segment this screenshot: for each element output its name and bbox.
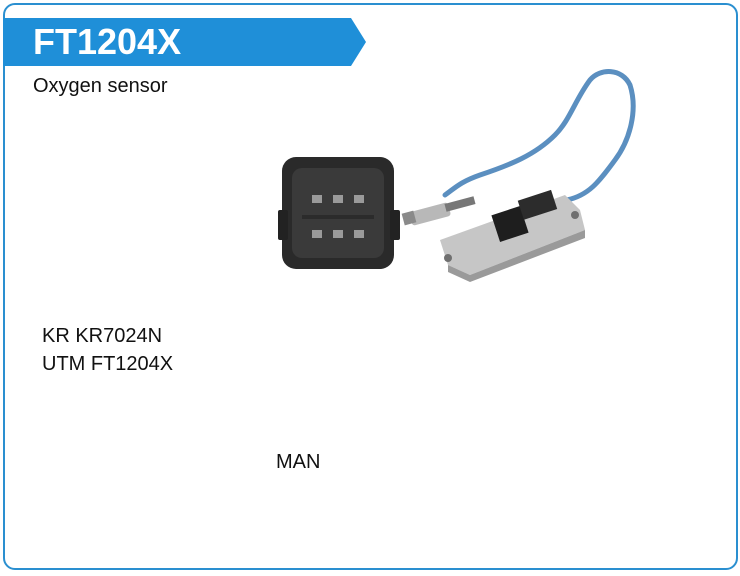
vehicle-brand: MAN: [276, 451, 321, 473]
control-module-image: [440, 189, 585, 282]
connector-image: [278, 157, 400, 269]
product-card: [3, 3, 738, 570]
product-type: Oxygen sensor: [33, 75, 168, 97]
cross-reference-item: KR KR7024N: [42, 325, 163, 347]
nox-sensor-image: [270, 60, 650, 290]
part-number-banner: FT1204X: [3, 18, 366, 66]
banner-shape: [3, 18, 366, 66]
part-number-title: FT1204X: [33, 21, 182, 62]
cross-reference-list: KR KR7024N UTM FT1204X: [42, 322, 173, 378]
cross-reference-item: UTM FT1204X: [42, 353, 174, 375]
probe-image: [401, 196, 476, 226]
